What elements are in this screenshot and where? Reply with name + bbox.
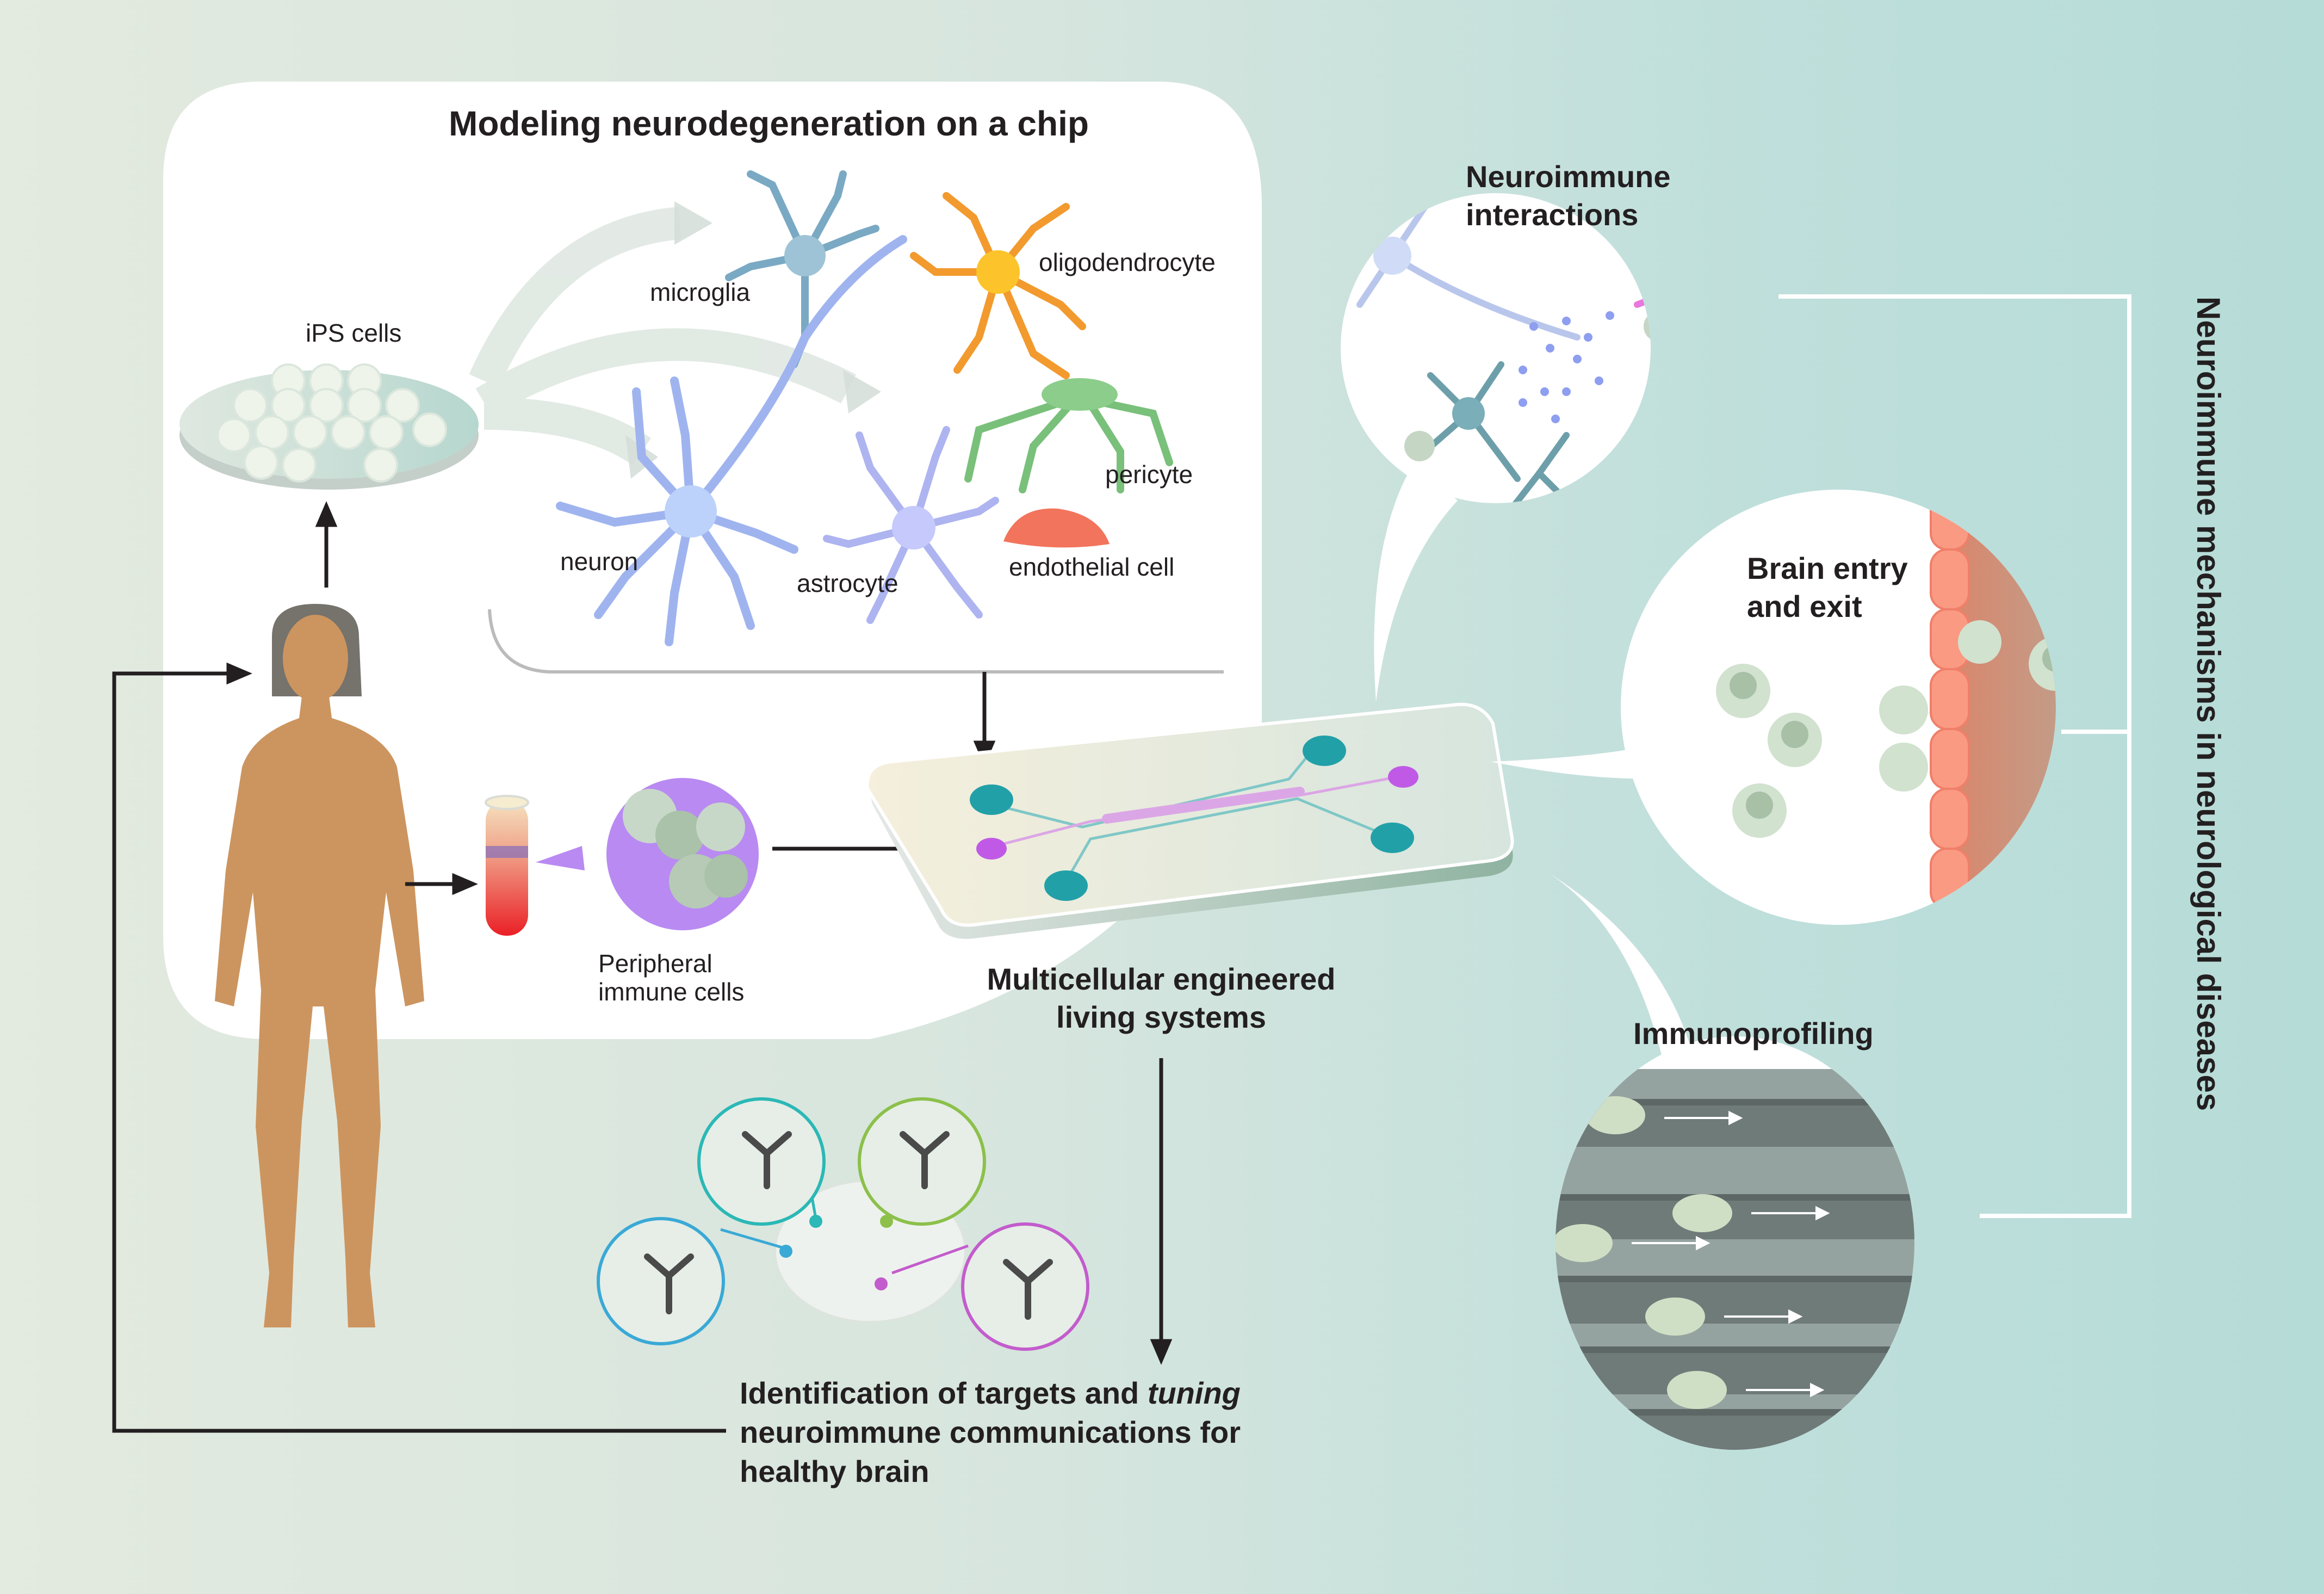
immunoprofiling-bubble-label: Immunoprofiling [1633, 1016, 1874, 1051]
pericyte-label: pericyte [1105, 460, 1193, 489]
oligodendrocyte-label: oligodendrocyte [1039, 248, 1216, 276]
outcome-label: Identification of targets and tuning neu… [740, 1374, 1241, 1491]
astrocyte-label: astrocyte [797, 569, 898, 597]
neuroimmune-line1: Neuroimmune [1466, 159, 1671, 194]
neuron-label: neuron [560, 547, 639, 576]
peripheral-label-line2: immune cells [598, 978, 745, 1006]
brain-entry-line2: and exit [1747, 589, 1862, 623]
brain-entry-bubble-label: Brain entry and exit [1747, 549, 1908, 626]
outcome-line3: healthy brain [740, 1454, 929, 1488]
side-bracket [1778, 294, 2131, 1218]
cell-panel-border [488, 609, 1224, 674]
outcome-line2: neuroimmune communications for [740, 1415, 1241, 1449]
main-panel-title: Modeling neurodegeneration on a chip [449, 104, 1089, 143]
flow-arrows [112, 501, 1173, 1433]
endothelial-cell [1003, 508, 1110, 548]
astrocyte-cell [823, 426, 999, 624]
peripheral-label-line1: Peripheral [598, 949, 712, 978]
organ-chip [865, 702, 1514, 939]
outcome-emphasis: tuning [1147, 1376, 1241, 1410]
outcome-line1: Identification of targets and tuning [740, 1376, 1241, 1410]
blood-tube [485, 795, 529, 936]
ips-dish [179, 363, 479, 490]
chip-label-line1: Multicellular engineered [987, 962, 1336, 996]
chip-label-line2: living systems [1056, 1000, 1266, 1034]
endothelial-cell-label: endothelial cell [1009, 553, 1175, 581]
patient-figure [215, 604, 424, 1327]
neuroimmune-bubble-label: Neuroimmune interactions [1466, 158, 1671, 234]
immunoprofiling-bubble [1555, 1036, 1914, 1450]
side-title: Neuroimmune mechanisms in neurological d… [2190, 296, 2227, 1111]
microglia-label: microglia [650, 278, 751, 306]
peripheral-immune-bubble [536, 778, 759, 930]
brain-entry-line1: Brain entry [1747, 551, 1908, 585]
peripheral-immune-cells-label: Peripheral immune cells [598, 949, 744, 1006]
ips-cells-label: iPS cells [306, 319, 402, 347]
brain-therapeutics [597, 1097, 1089, 1351]
neuroimmune-line2: interactions [1466, 197, 1639, 232]
chip-label: Multicellular engineered living systems [955, 960, 1368, 1036]
